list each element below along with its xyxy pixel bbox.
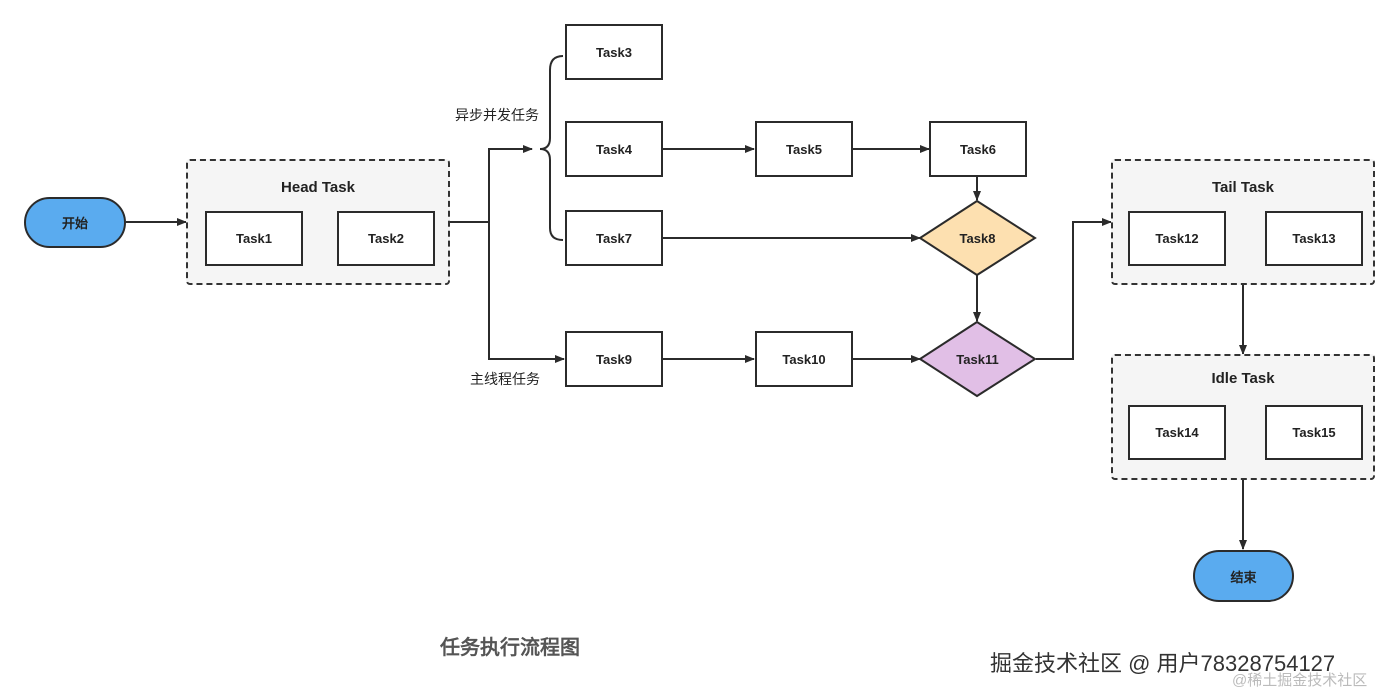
task12-label: Task12 [1155, 231, 1199, 246]
task7-node: Task7 [565, 210, 663, 266]
main-thread-label: 主线程任务 [470, 371, 540, 387]
task10-label: Task10 [782, 351, 826, 367]
watermark-main: 掘金技术社区 @ 用户78328754127 [990, 651, 1336, 676]
head-task-title: Head Task [281, 179, 355, 196]
task1-label: Task1 [236, 231, 272, 246]
end-label: 结束 [1230, 569, 1257, 585]
decision-task11-shape [918, 320, 1037, 398]
task15-label: Task15 [1292, 425, 1336, 440]
task2-label: Task2 [368, 231, 404, 246]
task5-node: Task5 [755, 121, 853, 177]
task1-node: Task1 [205, 211, 303, 266]
end-node: 结束 [1193, 550, 1294, 602]
task13-node: Task13 [1265, 211, 1363, 266]
task4-node: Task4 [565, 121, 663, 177]
task7-label: Task7 [596, 230, 632, 246]
task10-node: Task10 [755, 331, 853, 387]
task14-label: Task14 [1155, 425, 1199, 440]
idle-task-title: Idle Task [1211, 370, 1275, 387]
task3-node: Task3 [565, 24, 663, 80]
task5-label: Task5 [786, 141, 822, 157]
task4-label: Task4 [596, 141, 632, 157]
task6-node: Task6 [929, 121, 1027, 177]
start-node: 开始 [24, 197, 126, 248]
decision-task11-label: Task11 [956, 351, 999, 367]
task6-label: Task6 [960, 141, 996, 157]
async-tasks-label: 异步并发任务 [455, 107, 539, 123]
task9-node: Task9 [565, 331, 663, 387]
diagram-caption: 任务执行流程图 [440, 637, 580, 659]
async-brace [539, 55, 564, 241]
edge-head-main [488, 222, 565, 363]
task12-node: Task12 [1128, 211, 1226, 266]
edge-task11-tail [1036, 218, 1112, 360]
edge-head-split [450, 145, 533, 223]
task15-node: Task15 [1265, 405, 1363, 460]
task14-node: Task14 [1128, 405, 1226, 460]
decision-task8-shape [918, 199, 1037, 277]
task3-label: Task3 [596, 44, 632, 60]
tail-task-title: Tail Task [1212, 179, 1274, 196]
task2-node: Task2 [337, 211, 435, 266]
start-label: 开始 [61, 216, 88, 231]
task9-label: Task9 [596, 351, 632, 367]
decision-task8-label: Task8 [959, 230, 996, 246]
task13-label: Task13 [1292, 231, 1336, 246]
watermark-sub: @稀土掘金技术社区 [1232, 672, 1368, 689]
